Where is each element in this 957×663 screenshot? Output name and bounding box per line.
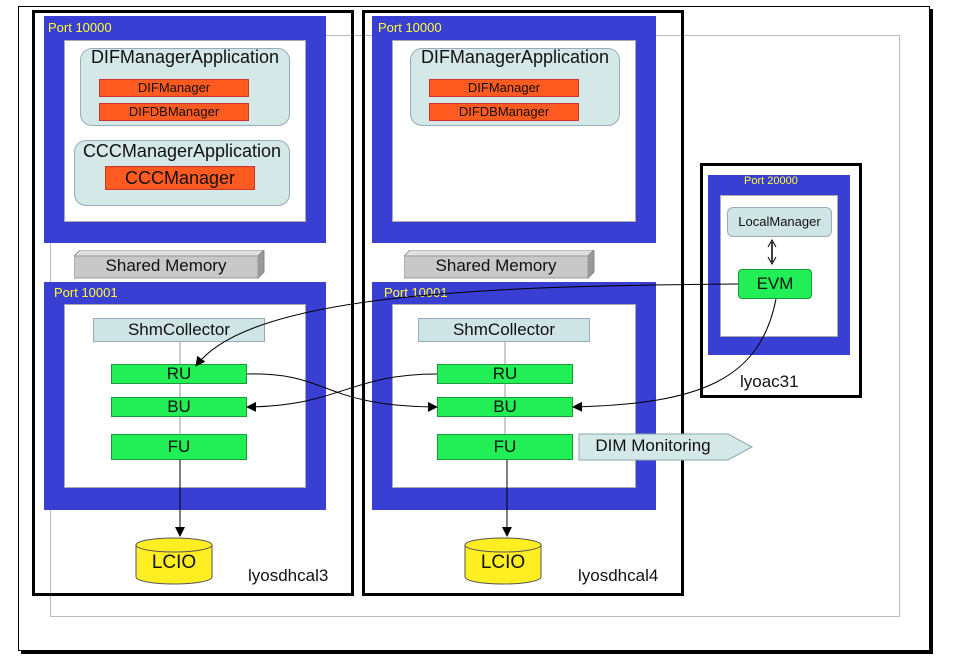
app-title: CCCManagerApplication: [82, 141, 282, 161]
component-difdbmanager[interactable]: DIFDBManager: [429, 103, 579, 121]
component-difmanager[interactable]: DIFManager: [429, 79, 579, 97]
dim-monitoring-label[interactable]: DIM Monitoring: [595, 436, 711, 455]
port-10001-block-host1: Port 10001: [44, 282, 326, 510]
shared-memory-box-host1: [74, 250, 265, 280]
port-10001-block-host2: Port 10001: [372, 282, 656, 510]
shared-memory-box-host2: [404, 250, 595, 280]
host-label-lyosdhcal4: lyosdhcal4: [578, 566, 659, 585]
localmanager[interactable]: LocalManager: [727, 207, 832, 237]
dim-monitoring-arrow: [578, 433, 754, 461]
app-title: DIFManagerApplication: [90, 47, 280, 67]
lcio-storage-host1: [135, 537, 213, 585]
app-cccmanagerapplication-host1[interactable]: CCCManagerApplication CCCManager: [74, 140, 290, 206]
host-label-lyosdhcal3: lyosdhcal3: [248, 566, 329, 585]
ru-host2[interactable]: RU: [437, 364, 573, 384]
app-difmanagerapplication-host1[interactable]: DIFManagerApplication DIFManager DIFDBMa…: [80, 47, 290, 126]
page-frame: [18, 6, 930, 651]
app-difmanagerapplication-host2[interactable]: DIFManagerApplication DIFManager DIFDBMa…: [410, 47, 620, 126]
lcio-storage-host2: [464, 537, 542, 585]
host-label-lyoac31: lyoac31: [740, 372, 799, 391]
port-label: Port 20000: [744, 175, 798, 187]
fu-host1[interactable]: FU: [111, 434, 247, 460]
component-difdbmanager[interactable]: DIFDBManager: [99, 103, 249, 121]
shared-memory-label: Shared Memory: [105, 256, 227, 275]
port-label: Port 10000: [48, 20, 112, 35]
bu-host1[interactable]: BU: [111, 397, 247, 417]
shmcollector-host1[interactable]: ShmCollector: [93, 318, 265, 342]
shmcollector-host2[interactable]: ShmCollector: [418, 318, 590, 342]
port-label: Port 10001: [384, 285, 448, 300]
port-label: Port 10001: [54, 285, 118, 300]
host-lyoac31: [700, 163, 862, 398]
component-difmanager[interactable]: DIFManager: [99, 79, 249, 97]
shared-memory-label: Shared Memory: [435, 256, 557, 275]
ru-host1[interactable]: RU: [111, 364, 247, 384]
evm[interactable]: EVM: [738, 269, 812, 299]
app-title: DIFManagerApplication: [420, 47, 610, 67]
component-cccmanager[interactable]: CCCManager: [105, 166, 255, 190]
port-20000-block: Port 20000: [708, 175, 850, 355]
fu-host2[interactable]: FU: [437, 434, 573, 460]
bu-host2[interactable]: BU: [437, 397, 573, 417]
lcio-label: LCIO: [151, 552, 197, 573]
port-label: Port 10000: [378, 20, 442, 35]
lcio-label: LCIO: [480, 552, 526, 573]
